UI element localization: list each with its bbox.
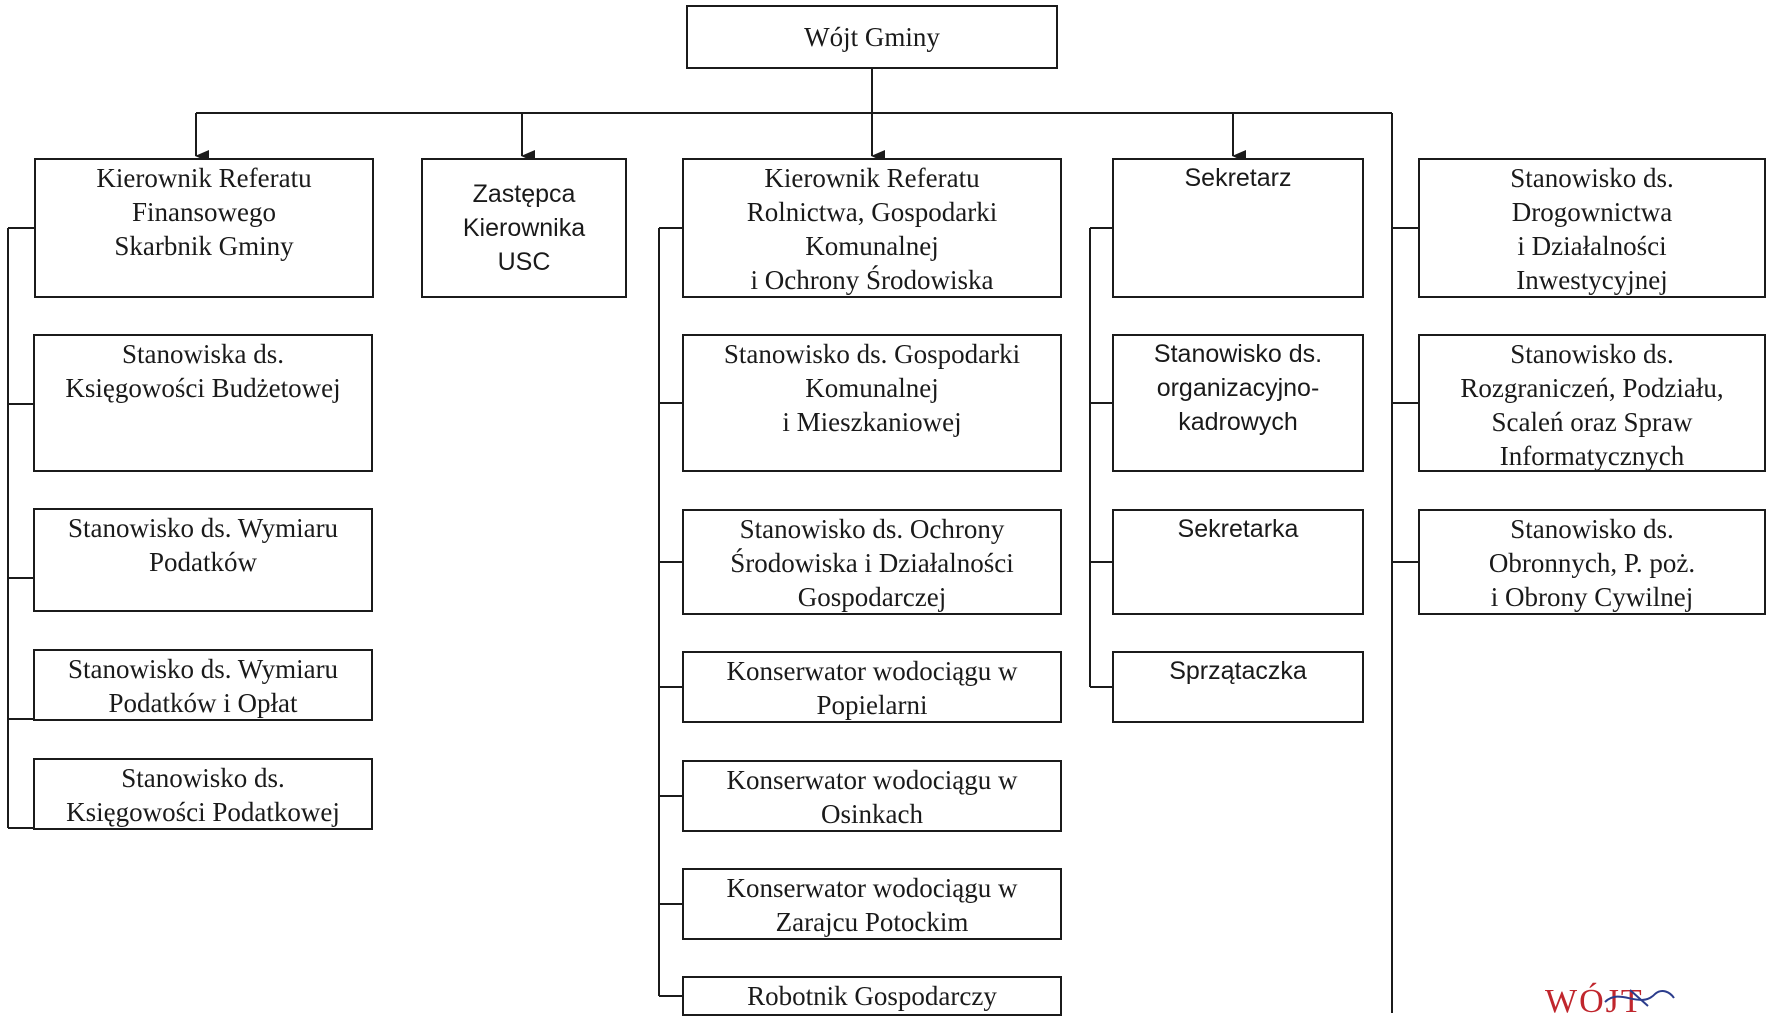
column-3-item-3-line-1: Konserwator wodociągu w [726, 656, 1018, 686]
column-1-head-line-1: Kierownik Referatu [96, 163, 312, 193]
column-3-head-line-2: Rolnictwa, Gospodarki [746, 197, 998, 227]
column-4-item-3-line-1: Sprzątaczka [1169, 657, 1307, 685]
column-3-item-5-line-1: Konserwator wodociągu w [726, 873, 1018, 903]
column-4-item-1-line-3: kadrowych [1178, 408, 1298, 436]
column-1-item-1-line-1: Stanowiska ds. [122, 339, 284, 369]
column-2-head-line-3: USC [497, 248, 551, 276]
column-3-item-1-line-1: Stanowisko ds. Gospodarki [723, 339, 1021, 369]
column-3-item-4-line-1: Konserwator wodociągu w [726, 765, 1018, 795]
column-1-item-4-line-1: Stanowisko ds. [121, 763, 285, 793]
column-1-item-4-line-2: Księgowości Podatkowej [66, 797, 340, 827]
column-3-item-3: Konserwator wodociągu w Popielarni [682, 651, 1062, 723]
column-5-item-1: Stanowisko ds. Rozgraniczeń, Podziału, Sca… [1418, 334, 1766, 472]
column-5-head-line-1: Stanowisko ds. [1510, 163, 1674, 193]
column-3-item-1-line-2: Komunalnej [805, 373, 939, 403]
signature-mark [1604, 989, 1675, 1007]
column-3-head-line-3: Komunalnej [805, 231, 939, 261]
column-3-head-line-4: i Ochrony Środowiska [750, 265, 994, 295]
column-3-item-6: Robotnik Gospodarczy [682, 976, 1062, 1016]
column-3-item-6-line-1: Robotnik Gospodarczy [747, 981, 997, 1011]
column-4-head-line-1: Sekretarz [1184, 164, 1292, 192]
column-5-item-2-line-1: Stanowisko ds. [1510, 514, 1674, 544]
column-3-item-4-line-2: Osinkach [821, 799, 923, 829]
column-4-item-1-line-2: organizacyjno- [1156, 374, 1320, 402]
column-3-item-2-line-1: Stanowisko ds. Ochrony [739, 514, 1005, 544]
column-1-item-1-line-2: Księgowości Budżetowej [65, 373, 341, 403]
column-2-head-line-1: Zastępca [472, 180, 576, 208]
column-3-item-5: Konserwator wodociągu w Zarajcu Potockim [682, 868, 1062, 940]
root-line-1: Wójt Gminy [804, 22, 940, 52]
column-3-item-4: Konserwator wodociągu w Osinkach [682, 760, 1062, 832]
column-3-item-2-line-2: Środowiska i Działalności [730, 548, 1014, 578]
column-5-item-1-line-2: Rozgraniczeń, Podziału, [1460, 373, 1724, 403]
column-4-head: Sekretarz [1112, 158, 1364, 298]
column-3-item-5-line-2: Zarajcu Potockim [775, 907, 969, 937]
column-5-item-2: Stanowisko ds. Obronnych, P. poż. i Obrony… [1418, 509, 1766, 615]
column-1-head-line-3: Skarbnik Gminy [114, 231, 294, 261]
column-3-item-1-line-3: i Mieszkaniowej [782, 407, 962, 437]
column-5-head-line-3: i Działalności [1517, 231, 1667, 261]
column-3-item-2-line-3: Gospodarczej [797, 582, 947, 612]
column-3-head-line-1: Kierownik Referatu [764, 163, 980, 193]
column-1-item-3-line-2: Podatków i Opłat [108, 688, 298, 718]
root-box-wojt-gminy: Wójt Gminy [686, 5, 1058, 69]
column-5-item-2-line-3: i Obrony Cywilnej [1490, 582, 1694, 612]
column-5-item-1-line-1: Stanowisko ds. [1510, 339, 1674, 369]
column-4-item-1: Stanowisko ds. organizacyjno-kadrowych [1112, 334, 1364, 472]
column-4-item-2-line-1: Sekretarka [1177, 515, 1299, 543]
column-5-item-1-line-3: Scaleń oraz Spraw [1491, 407, 1693, 437]
column-5-head: Stanowisko ds. Drogownictwa i Działalności… [1418, 158, 1766, 298]
column-2-head-line-2: Kierownika [462, 214, 586, 242]
column-1-item-2-line-2: Podatków [149, 547, 257, 577]
column-4-item-2: Sekretarka [1112, 509, 1364, 615]
column-5-head-line-2: Drogownictwa [1511, 197, 1673, 227]
column-3-item-3-line-2: Popielarni [816, 690, 928, 720]
column-5-head-line-4: Inwestycyjnej [1516, 265, 1668, 295]
column-1-head-line-2: Finansowego [132, 197, 276, 227]
column-4-item-3: Sprzątaczka [1112, 651, 1364, 723]
column-1-item-3-line-1: Stanowisko ds. Wymiaru [67, 654, 339, 684]
column-1-item-4: Stanowisko ds. Księgowości Podatkowej [33, 758, 373, 830]
column-1-item-1: Stanowiska ds. Księgowości Budżetowej [33, 334, 373, 472]
column-5-item-2-line-2: Obronnych, P. poż. [1488, 548, 1696, 578]
column-5-item-1-line-4: Informatycznych [1499, 441, 1685, 471]
column-1-item-2-line-1: Stanowisko ds. Wymiaru [67, 513, 339, 543]
column-4-item-1-line-1: Stanowisko ds. [1153, 340, 1323, 368]
